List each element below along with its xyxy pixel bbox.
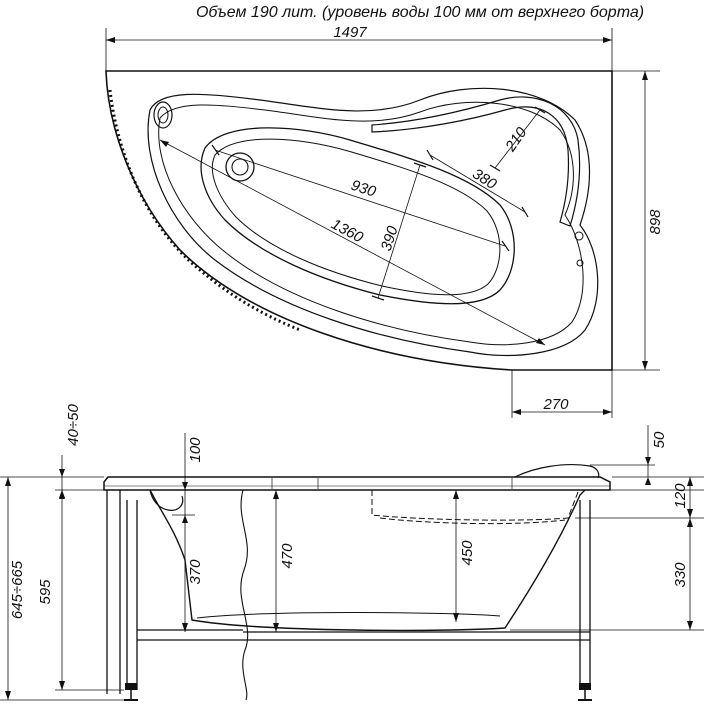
depth-100-label: 100	[187, 437, 204, 463]
depth-370-dimension: 370	[182, 515, 204, 632]
width-label: 1497	[333, 24, 367, 41]
seat-area	[371, 96, 581, 227]
right-120-label: 120	[672, 483, 689, 509]
right-330-label: 330	[672, 562, 689, 588]
rim-dimension: 40÷50	[59, 404, 82, 498]
tub-inner-rim	[147, 87, 599, 357]
depth-470-label: 470	[279, 543, 296, 569]
height-595-label: 595	[37, 579, 54, 605]
seat-recess-2	[379, 517, 566, 525]
height-total-label: 645÷665	[9, 560, 26, 619]
tub-inner-line	[158, 101, 584, 346]
diagonal-label: 1360	[328, 216, 366, 247]
right-50-label: 50	[651, 431, 668, 448]
overflow-icon	[153, 101, 173, 129]
depth-dimension: 898	[612, 70, 664, 371]
right-50-dimension: 50	[645, 425, 668, 485]
basin-outer	[200, 127, 515, 305]
offset-dimension: 270	[511, 370, 613, 418]
depth-450-label: 450	[459, 540, 476, 566]
seat-width-label: 210	[502, 124, 531, 156]
depth-label: 898	[647, 209, 664, 235]
side-view: 40÷50 595 645÷665 100 370	[0, 404, 704, 701]
tub-body	[149, 489, 586, 632]
top-view: 1497 1360	[105, 24, 664, 418]
support-frame	[106, 490, 592, 701]
seat-recess	[371, 490, 579, 521]
tub-body-inner	[196, 612, 501, 619]
seat-width-dimension: 210	[489, 106, 546, 172]
drain-icon	[225, 152, 255, 182]
rim-edge-band	[108, 89, 301, 332]
depth-450-dimension: 450	[453, 490, 476, 622]
overflow-side-icon	[149, 489, 184, 511]
right-120-dimension: 120	[672, 477, 693, 518]
fixture-icon	[574, 231, 584, 267]
depth-370-label: 370	[187, 559, 204, 585]
cut-line	[240, 489, 249, 701]
side-rim	[103, 476, 611, 491]
drawing-title: Объем 190 лит. (уровень воды 100 мм от в…	[196, 4, 644, 21]
inner-width-dimension: 390	[371, 162, 427, 301]
right-330-dimension: 330	[672, 518, 693, 630]
inner-length-label: 930	[349, 177, 379, 201]
depth-470-dimension: 470	[273, 490, 296, 632]
seat-length-label: 380	[469, 165, 500, 193]
inner-width-label: 390	[378, 223, 402, 253]
height-595-dimension: 595	[37, 490, 65, 690]
width-dimension: 1497	[105, 24, 613, 72]
basin-inner	[211, 138, 501, 296]
headrest	[514, 464, 600, 479]
seat-length-dimension: 380	[426, 149, 529, 218]
offset-label: 270	[542, 396, 569, 413]
rim-label: 40÷50	[65, 404, 82, 446]
tub-outer-rim	[105, 70, 613, 371]
depth-100-dimension: 100	[172, 433, 204, 523]
height-total-dimension: 645÷665	[5, 477, 26, 700]
